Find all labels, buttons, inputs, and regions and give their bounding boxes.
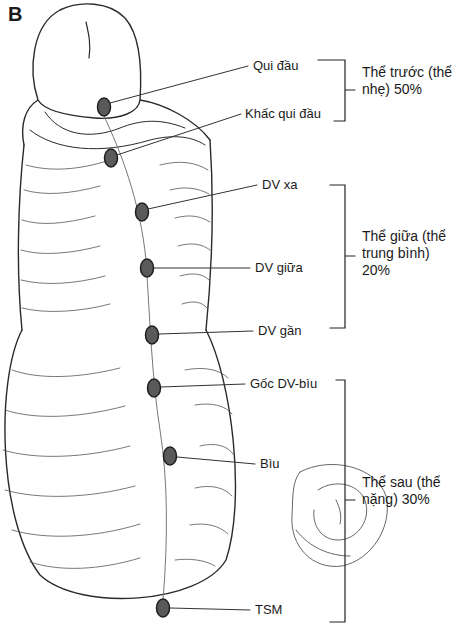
shaft-outline [206, 140, 212, 330]
part-label: Bìu [260, 456, 280, 472]
part-label: Gốc DV-bìu [250, 376, 317, 392]
location-dot [98, 98, 177, 617]
group-bracket [318, 60, 355, 622]
foreskin-fold [140, 100, 210, 140]
figure-letter: B [8, 6, 22, 22]
part-label: DV xa [262, 177, 297, 193]
shaft-outline [18, 145, 24, 330]
leader-line [110, 66, 257, 610]
ventral-raphe [104, 116, 166, 600]
part-label: DV gần [258, 323, 301, 339]
meatus-slit [86, 22, 90, 58]
group-label: Thể giữa (thể trung bình) 20% [362, 228, 454, 279]
part-label: DV giữa [255, 260, 303, 276]
group-label: Thể sau (thể nặng) 30% [362, 474, 454, 508]
part-label: Qui đầu [253, 58, 299, 74]
skin-hatching [3, 160, 233, 568]
group-label: Thể trước (thể nhẹ) 50% [362, 64, 454, 98]
glans-outline [33, 4, 141, 118]
part-label: Khấc qui đầu [245, 106, 321, 122]
foreskin-fold [23, 100, 38, 145]
scrotum-outline [5, 330, 236, 598]
part-label: TSM [255, 602, 282, 618]
